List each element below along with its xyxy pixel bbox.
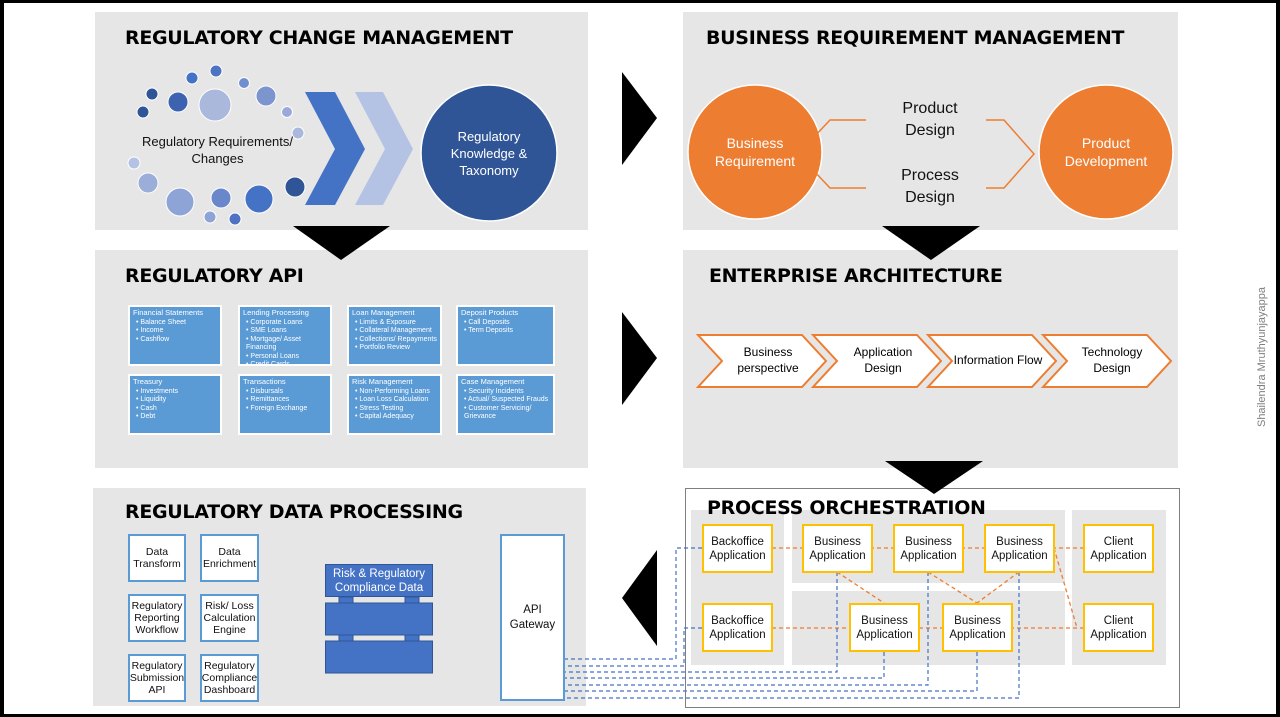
api-tile-item: Collections/ Repayments [355,336,437,345]
api-tile-item: Limits & Exposure [355,319,437,328]
api-tile-item: Capital Adequacy [355,413,437,422]
api-tile-item: Security Incidents [464,388,550,397]
api-tile-item: Mortgage/ Asset Financing [246,336,327,353]
regulatory-bubbles [127,64,558,226]
api-tile: Case ManagementSecurity IncidentsActual/… [456,374,555,435]
api-tile-title: Treasury [133,377,163,386]
api-tile-item: Actual/ Suspected Frauds [464,396,550,405]
api-tile-item: Liquidity [136,396,217,405]
regulatory-api-title: REGULATORY API [125,265,304,287]
chevron-icon [355,92,413,205]
api-tile-item: Disbursals [246,388,327,397]
api-tile-item: Call Deposits [464,319,550,328]
api-tile-item: Personal Loans [246,353,327,362]
database-icon [325,564,433,674]
chevron-icon [305,92,365,205]
reporting-workflow-box: Regulatory Reporting Workflow [128,594,186,642]
data-transform-box: Data Transform [128,534,186,582]
database-label: Risk & Regulatory Compliance Data [332,568,426,594]
api-tile-title: Loan Management [352,308,415,317]
api-tile-item: Foreign Exchange [246,405,327,414]
api-tile: Lending ProcessingCorporate LoansSME Loa… [238,305,332,368]
data-enrichment-box: Data Enrichment [200,534,259,582]
api-tile-title: Case Management [461,377,525,386]
arrow-down-icon [885,461,983,494]
backoffice-application-box: Backoffice Application [702,524,773,573]
client-application-box: Client Application [1083,524,1154,573]
api-tile-item: Debt [136,413,217,422]
api-tile: TreasuryInvestmentsLiquidityCashDebt [128,374,222,435]
api-tile: Financial StatementsBalance SheetIncomeC… [128,305,222,366]
regulatory-requirements-label: Regulatory Requirements/ Changes [141,134,294,166]
business-application-box: Business Application [893,524,964,573]
api-tile-item: Loan Loss Calculation [355,396,437,405]
api-tile-item: Remittances [246,396,327,405]
ea-step-technology: Technology Design [1081,345,1143,375]
arrow-down-icon [293,226,390,260]
ea-step-information: Information Flow [953,353,1043,367]
product-development-circle: Product Development [1064,135,1148,169]
ea-chevrons [695,334,1173,388]
api-tile-title: Deposit Products [461,308,519,317]
compliance-dashboard-box: Regulatory Compliance Dashboard [200,654,259,702]
business-application-box: Business Application [942,603,1013,652]
api-tile-item: Stress Testing [355,405,437,414]
business-application-box: Business Application [849,603,920,652]
regulatory-knowledge-label: Regulatory Knowledge & Taxonomy [450,128,528,178]
api-tile-item: Collateral Management [355,327,437,336]
submission-api-box: Regulatory Submission API [128,654,186,702]
api-tile-item: Balance Sheet [136,319,217,328]
business-requirement-graphic [687,84,1174,220]
api-tile-item: Non-Performing Loans [355,388,437,397]
client-application-box: Client Application [1083,603,1154,652]
api-tile: Risk ManagementNon-Performing LoansLoan … [347,374,442,435]
business-application-box: Business Application [984,524,1055,573]
business-requirement-title: BUSINESS REQUIREMENT MANAGEMENT [706,27,1125,49]
api-tile-item: Customer Servicing/ Grievance [464,405,550,422]
regulatory-change-title: REGULATORY CHANGE MANAGEMENT [125,27,513,49]
process-orchestration-title: PROCESS ORCHESTRATION [707,497,986,519]
arrow-right-icon [622,312,657,405]
backoffice-application-box: Backoffice Application [702,603,773,652]
product-design-label: Product Design [902,100,958,139]
api-tile-item: Cash [136,405,217,414]
ea-step-application: Application Design [853,345,913,375]
loss-calculation-box: Risk/ Loss Calculation Engine [200,594,259,642]
api-tile-title: Transactions [243,377,286,386]
api-tile-title: Financial Statements [133,308,204,317]
api-tile-title: Lending Processing [243,308,309,317]
api-tile-item: Corporate Loans [246,319,327,328]
api-tile: TransactionsDisbursalsRemittancesForeign… [238,374,332,435]
api-tile-item: Investments [136,388,217,397]
api-tile-title: Risk Management [352,377,413,386]
api-tile-item: SME Loans [246,327,327,336]
enterprise-architecture-title: ENTERPRISE ARCHITECTURE [709,265,1003,287]
process-design-label: Process Design [901,167,959,206]
api-gateway: API Gateway [500,534,565,701]
api-tile: Deposit ProductsCall DepositsTerm Deposi… [456,305,555,366]
api-tile: Loan ManagementLimits & ExposureCollater… [347,305,442,366]
api-tile-item: Term Deposits [464,327,550,336]
api-tile-item: Cashflow [136,336,217,345]
arrow-left-icon [622,550,657,646]
arrow-right-icon [622,72,657,165]
data-processing-title: REGULATORY DATA PROCESSING [125,501,463,523]
arrow-down-icon [882,226,980,260]
api-tile-item: Income [136,327,217,336]
api-tile-item: Portfolio Review [355,344,437,353]
api-tile-item: Credit Cards [246,361,327,370]
business-requirement-circle: Business Requirement [714,135,796,169]
business-application-box: Business Application [802,524,873,573]
ea-step-business: Business perspective [737,345,799,375]
